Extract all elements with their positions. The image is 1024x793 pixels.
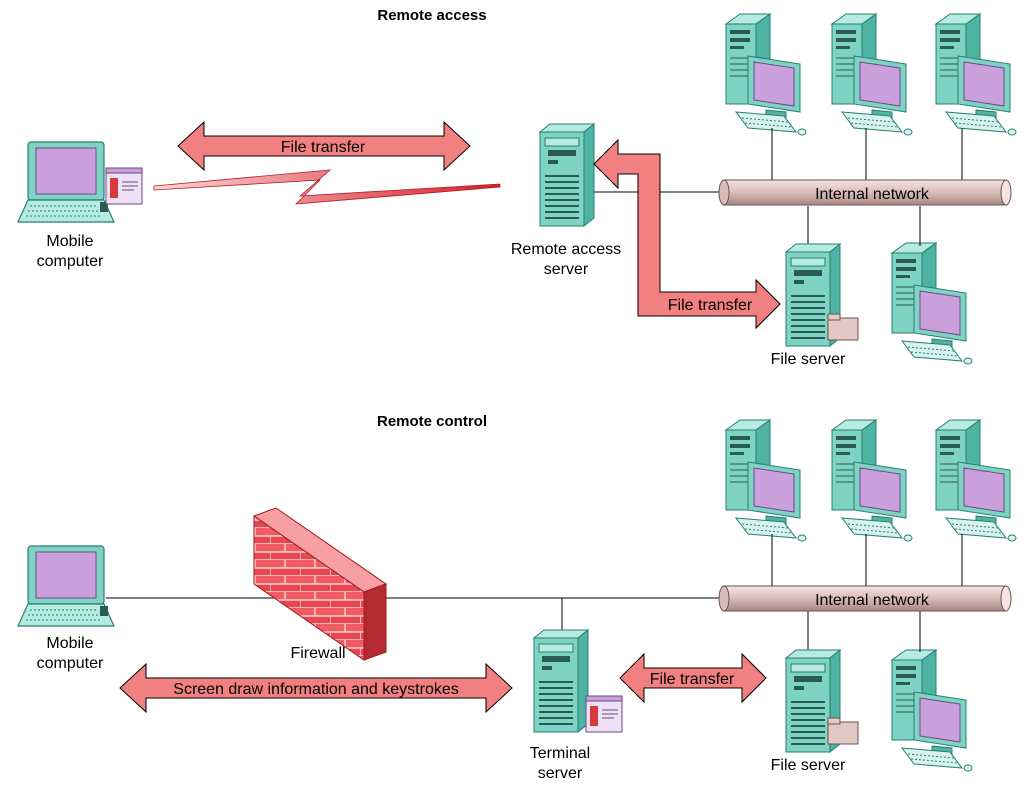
- file-transfer-arrow: [177, 120, 471, 172]
- screen-draw-arrow: [119, 662, 513, 714]
- remote-access-title: Remote access: [377, 7, 486, 24]
- folder-icon: [827, 313, 859, 341]
- network-label: Internal network: [815, 592, 930, 609]
- laptop-icon: [17, 141, 115, 223]
- file-server-label: File server: [771, 351, 846, 368]
- mobile-label-line2: computer: [37, 253, 104, 270]
- file-transfer-label: File transfer: [281, 139, 366, 156]
- desktop-computer-icon: [831, 419, 913, 542]
- app-window-icon: [105, 167, 143, 205]
- mobile-label-line2: computer: [37, 655, 104, 672]
- app-window-icon: [585, 695, 623, 733]
- inner-file-transfer-label: File transfer: [668, 297, 753, 314]
- network-label: Internal network: [815, 186, 930, 203]
- terminal-label-line1: Terminal: [530, 745, 590, 762]
- screen-draw-label: Screen draw information and keystrokes: [173, 681, 458, 698]
- desktop-computer-icon: [891, 242, 973, 365]
- desktop-computer-icon: [725, 13, 807, 136]
- mobile-label-line1: Mobile: [46, 635, 93, 652]
- laptop-icon: [17, 545, 115, 627]
- desktop-computer-icon: [935, 419, 1017, 542]
- terminal-label-line2: server: [538, 765, 583, 782]
- desktop-computer-icon: [891, 649, 973, 772]
- desktop-computer-icon: [725, 419, 807, 542]
- file-transfer-arrow: [619, 652, 767, 704]
- wireless-link-icon: [153, 169, 501, 205]
- terminal-server-icon: [533, 629, 589, 733]
- remote-access-server-icon: [539, 123, 595, 227]
- ras-label-line1: Remote access: [511, 241, 621, 258]
- file-server-label: File server: [771, 757, 846, 774]
- remote-control-title: Remote control: [377, 413, 487, 430]
- firewall-label: Firewall: [290, 645, 345, 662]
- firewall-icon: [252, 507, 388, 661]
- ras-label-line2: server: [544, 261, 589, 278]
- internal-network-pipe: [718, 585, 1012, 612]
- desktop-computer-icon: [831, 13, 913, 136]
- internal-file-transfer-arrow: [593, 138, 781, 330]
- mobile-label-line1: Mobile: [46, 233, 93, 250]
- file-transfer-label: File transfer: [650, 671, 735, 688]
- folder-icon: [827, 717, 859, 745]
- internal-network-pipe: [718, 179, 1012, 206]
- desktop-computer-icon: [935, 13, 1017, 136]
